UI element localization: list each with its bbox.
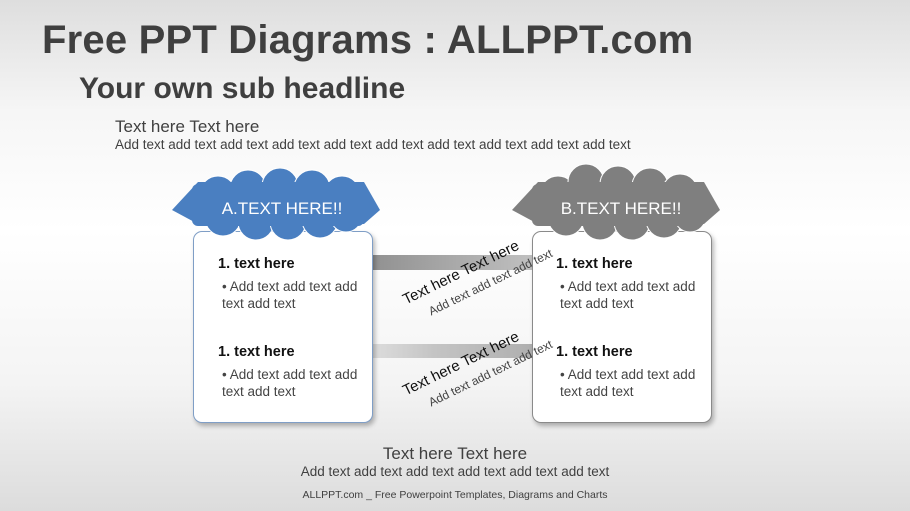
outro-body: Add text add text add text add text add … xyxy=(300,464,610,479)
panel-a-item-2-title: 1. text here xyxy=(218,344,295,360)
panel-b-label: B.TEXT HERE!! xyxy=(560,199,682,218)
panel-a-header xyxy=(172,168,380,241)
page-title: Free PPT Diagrams : ALLPPT.com xyxy=(42,18,694,62)
panel-b xyxy=(532,231,712,423)
panel-b-item-2-body: • Add text add text add text add text xyxy=(560,367,696,399)
panel-b-item-1-body: • Add text add text add text add text xyxy=(560,279,696,311)
page-subtitle: Your own sub headline xyxy=(79,72,406,105)
panel-b-header xyxy=(512,163,720,241)
panel-a xyxy=(193,231,373,423)
panel-a-item-1-title: 1. text here xyxy=(218,256,295,272)
intro-body: Add text add text add text add text add … xyxy=(115,137,631,152)
outro-heading: Text here Text here xyxy=(382,444,528,463)
intro-heading: Text here Text here xyxy=(115,117,260,136)
panel-b-item-2-title: 1. text here xyxy=(556,344,633,360)
panel-a-item-1-body: • Add text add text add text add text xyxy=(222,279,358,311)
panel-a-item-2-body: • Add text add text add text add text xyxy=(222,367,358,399)
panel-b-item-1-title: 1. text here xyxy=(556,256,633,272)
footer: ALLPPT.com _ Free Powerpoint Templates, … xyxy=(302,489,608,501)
panel-a-label: A.TEXT HERE!! xyxy=(221,199,343,218)
